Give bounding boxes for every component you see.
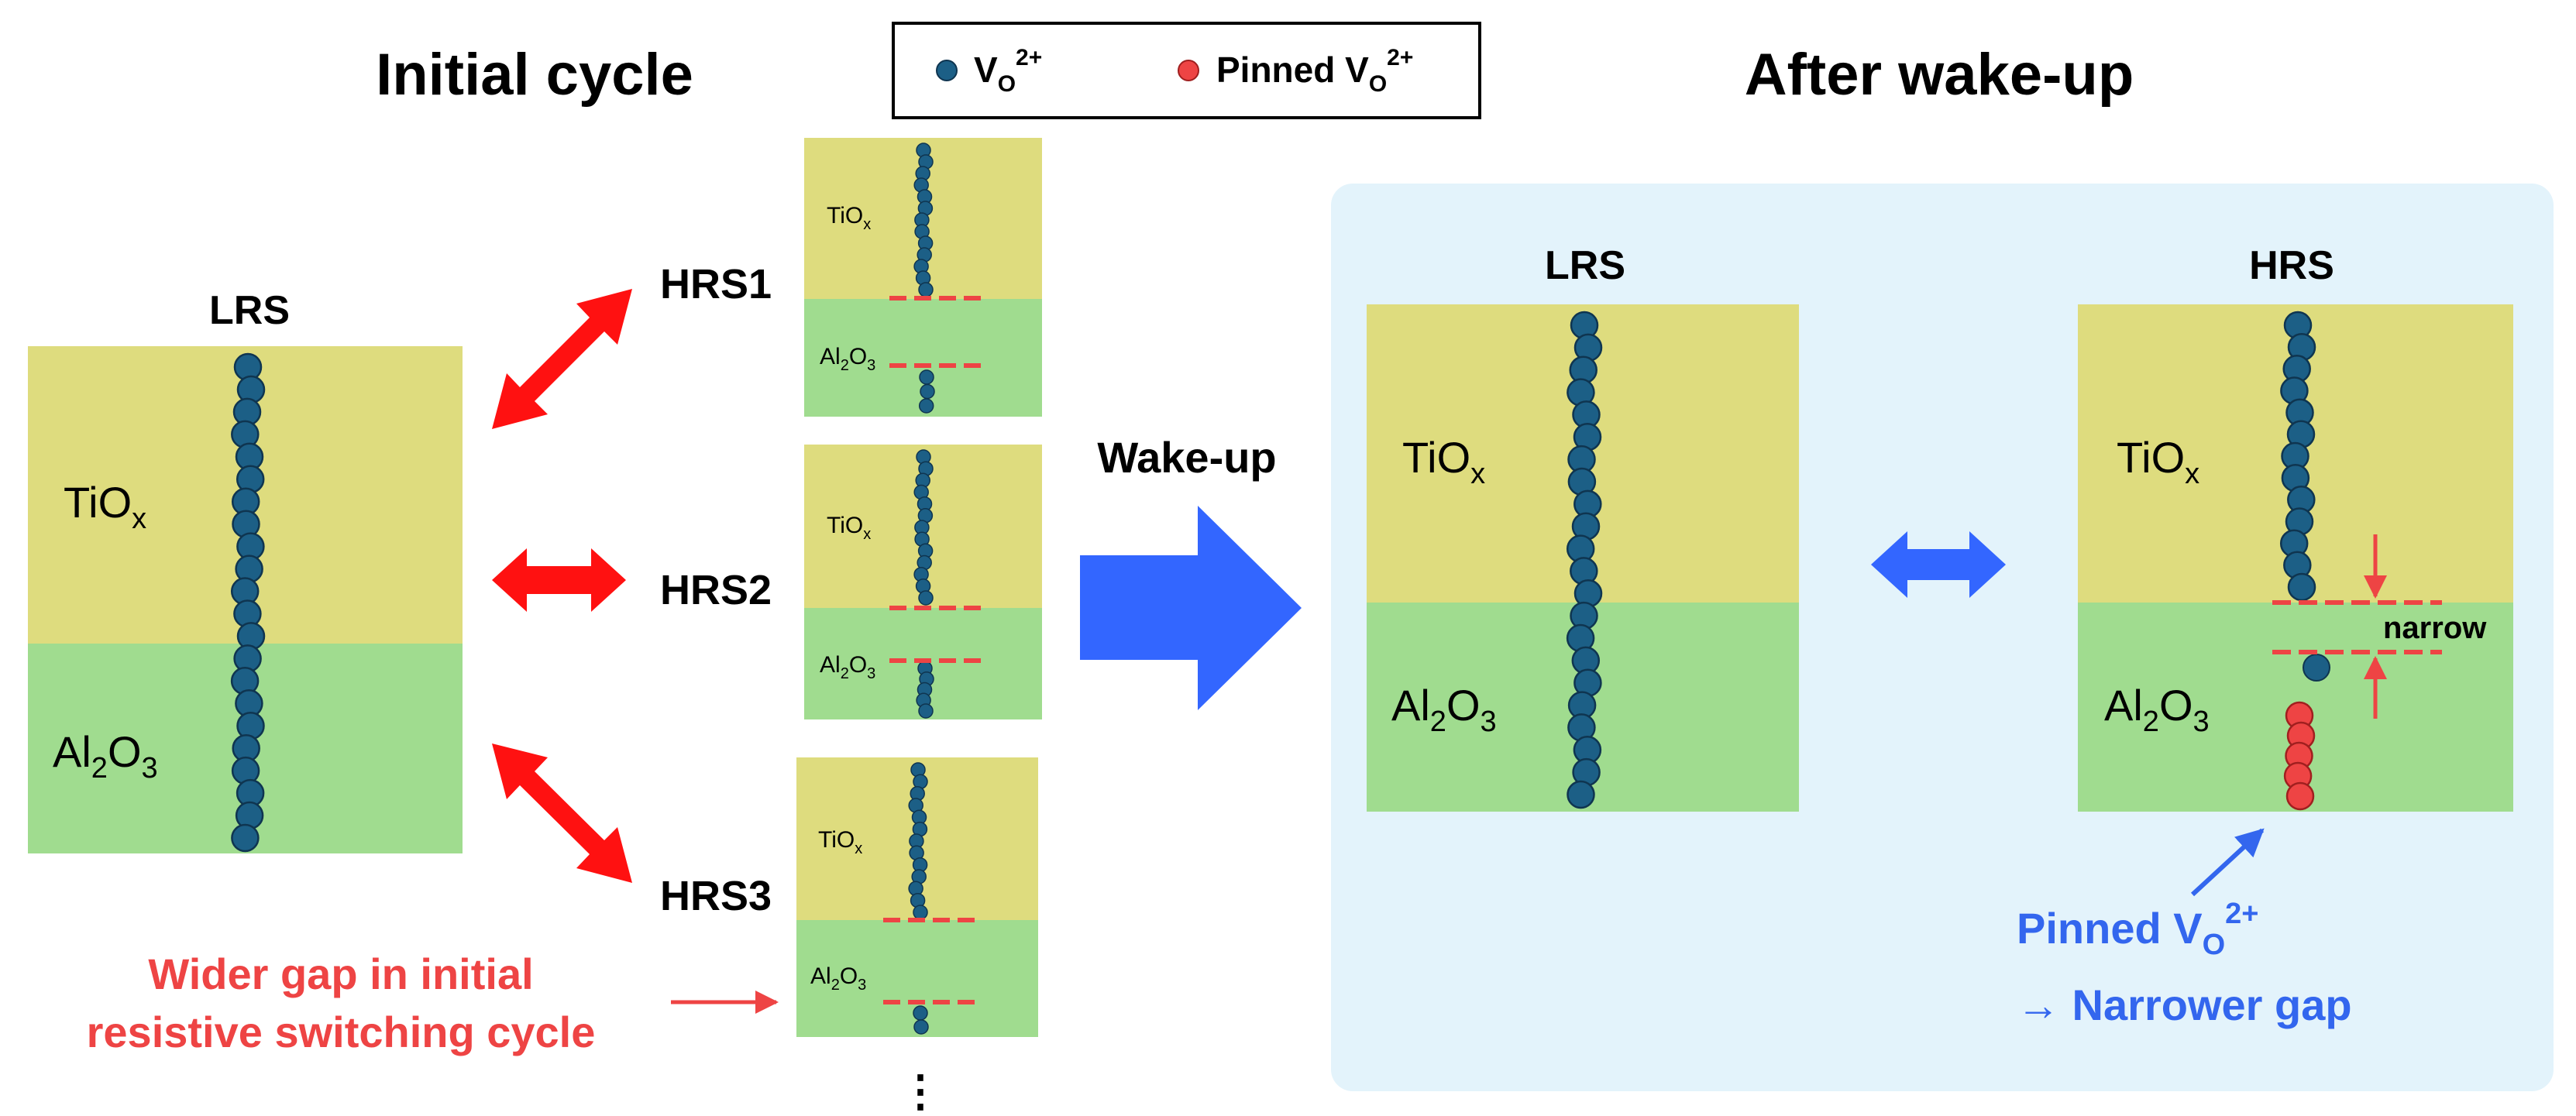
hrs3-label: HRS3 xyxy=(660,873,772,919)
after-hrs-tiox-text: TiOx xyxy=(2117,433,2199,490)
initial-cycle-title: Initial cycle xyxy=(376,42,693,108)
after-hrs-lower-vacancy xyxy=(2303,654,2330,682)
oxygen-vacancy xyxy=(2287,572,2316,602)
hrs1-label: HRS1 xyxy=(660,261,772,307)
hrs1-lower-filament xyxy=(918,369,935,414)
after-hrs-label: HRS xyxy=(2249,243,2334,288)
oxygen-vacancy xyxy=(918,703,934,719)
hrs3-lower-filament xyxy=(913,1005,929,1035)
hrs2-tiox-text: TiOx xyxy=(827,513,871,543)
hrs2-stack: HRS2 TiOx Al2O3 xyxy=(660,445,1042,719)
hrs2-lower-filament xyxy=(916,661,934,719)
legend-vacancy-label: VO2+ xyxy=(974,45,1042,97)
hrs1-al2o3-text: Al2O3 xyxy=(820,344,875,374)
oxygen-vacancy xyxy=(918,590,934,606)
oxygen-vacancy xyxy=(918,398,934,414)
wider-gap-note-line1: Wider gap in initial xyxy=(148,949,533,998)
oxygen-vacancy xyxy=(913,1019,929,1035)
after-hrs-al2o3-text: Al2O3 xyxy=(2104,681,2210,738)
after-hrs-stack: HRS TiOx Al2O3 narrow xyxy=(2078,243,2513,812)
hrs3-upper-filament xyxy=(908,762,928,920)
after-lrs-stack: LRS TiOx Al2O3 xyxy=(1367,243,1799,812)
initial-lrs-tiox-text: TiOx xyxy=(64,478,146,535)
hrs3-tiox-text: TiOx xyxy=(818,827,862,857)
pinned-pointer-arrow xyxy=(2190,828,2265,897)
hrs2-label: HRS2 xyxy=(660,567,772,613)
legend: VO2+ Pinned VO2+ xyxy=(892,22,1481,119)
more-states-ellipsis: ⋮ xyxy=(899,1066,942,1115)
wider-gap-note-line2: resistive switching cycle xyxy=(87,1008,596,1056)
hrs2-al2o3-text: Al2O3 xyxy=(820,652,875,682)
after-lrs-filament xyxy=(1566,311,1603,809)
initial-lrs-stack: LRS TiOx Al2O3 xyxy=(28,288,463,853)
hrs3-stack: HRS3 TiOx Al2O3 xyxy=(660,757,1038,1037)
oxygen-vacancy xyxy=(1567,780,1595,809)
wakeup-arrow xyxy=(1080,506,1302,710)
arrow-lrs-hrs2 xyxy=(492,548,626,612)
narrow-label: narrow xyxy=(2383,611,2487,645)
after-lrs-al2o3-text: Al2O3 xyxy=(1391,681,1497,738)
hrs3-al2o3-text: Al2O3 xyxy=(810,963,866,994)
hrs1-tiox-text: TiOx xyxy=(827,203,871,233)
pinned-note-line1: Pinned VO2+ xyxy=(2017,898,2258,961)
hrs1-upper-filament xyxy=(913,143,934,297)
hrs1-stack: HRS1 TiOx Al2O3 xyxy=(660,138,1042,417)
lrs-hrs-switch-arrow xyxy=(1871,531,2006,598)
legend-pinned-marker xyxy=(1178,60,1199,81)
oxygen-vacancy xyxy=(2285,781,2315,811)
after-lrs-tiox-text: TiOx xyxy=(1402,433,1485,490)
after-hrs-pinned-vacancies xyxy=(2283,701,2316,811)
oxygen-vacancy xyxy=(231,823,260,853)
initial-lrs-al2o3-text: Al2O3 xyxy=(53,727,158,785)
oxygen-vacancy xyxy=(919,369,934,385)
oxygen-vacancy xyxy=(918,282,934,297)
arrow-lrs-hrs1 xyxy=(492,289,632,429)
legend-vacancy-marker xyxy=(936,60,958,81)
after-lrs-label: LRS xyxy=(1545,243,1625,288)
hrs2-upper-filament xyxy=(913,449,934,606)
initial-lrs-label: LRS xyxy=(209,288,290,333)
after-wakeup-title: After wake-up xyxy=(1745,42,2134,108)
oxygen-vacancy xyxy=(913,905,928,920)
oxygen-vacancy xyxy=(913,1005,928,1021)
arrow-lrs-hrs3 xyxy=(492,743,632,883)
wakeup-label: Wake-up xyxy=(1097,433,1276,482)
legend-pinned-label: Pinned VO2+ xyxy=(1216,45,1413,97)
oxygen-vacancy xyxy=(920,383,935,400)
pinned-note-line2: → Narrower gap xyxy=(2017,980,2352,1029)
after-hrs-upper-filament xyxy=(2279,311,2316,602)
initial-lrs-filament xyxy=(230,352,266,853)
